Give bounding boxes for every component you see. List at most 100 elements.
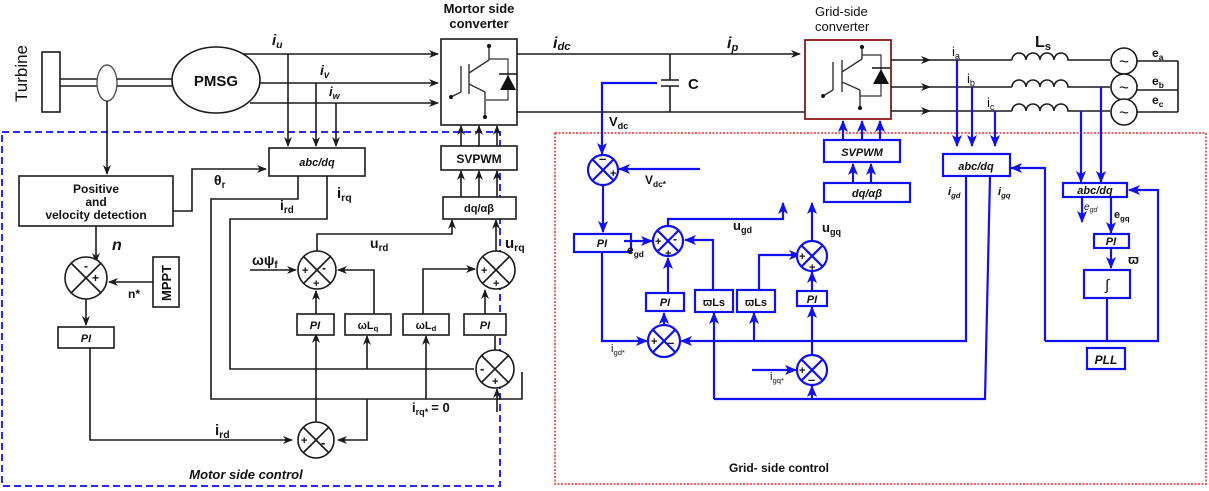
urq-label: urq xyxy=(505,235,525,254)
pmsg-generator: PMSG xyxy=(171,46,261,114)
wls-block-q: ϖLs xyxy=(735,288,777,314)
integrator-label: ∫ xyxy=(1104,277,1111,294)
mppt-block: MPPT xyxy=(152,256,180,308)
irq-summing-junction: - + xyxy=(475,349,515,389)
motor-svpwm-label: SVPWM xyxy=(456,152,501,166)
plus-sign: + xyxy=(313,278,319,290)
motor-dq-ab-label: dq/αβ xyxy=(464,203,494,215)
motor-svpwm-block: SVPWM xyxy=(440,145,518,171)
ird-label: ird xyxy=(280,197,294,216)
plus-sign: + xyxy=(610,168,616,180)
ac-source-icon: ~ xyxy=(1119,52,1129,71)
capacitor-label: C xyxy=(688,76,699,93)
turbine-label: Turbine xyxy=(12,45,31,102)
vdc-pi-label: PI xyxy=(597,238,608,250)
igd-summing-junction: + – xyxy=(646,323,682,359)
motor-side-control-label: Motor side control xyxy=(189,467,303,482)
flux-label: ωψf xyxy=(252,252,278,271)
wls-d-label: ϖLs xyxy=(703,297,725,309)
detector-line1: Positive xyxy=(73,182,119,196)
plus-sign: + xyxy=(655,236,661,248)
pll-abc-dq-label: abc/dq xyxy=(1077,185,1113,197)
minus-sign: – xyxy=(808,372,815,387)
irq-ref-label: irq*= 0 xyxy=(412,400,450,417)
motor-abc-dq-block: abc/dq xyxy=(268,147,366,177)
speed-n-label: n xyxy=(112,237,122,254)
pll-pi-label: PI xyxy=(1106,236,1117,248)
msc-title-line2: converter xyxy=(449,16,508,31)
motor-side-control-region xyxy=(1,131,501,487)
grid-side-control-label: Grid- side control xyxy=(729,461,829,475)
pll-label: PLL xyxy=(1095,353,1118,367)
wlq-label: ωLq xyxy=(358,320,379,333)
vdc-ref-label: Vdc* xyxy=(645,173,667,189)
grid-abc-dq-label: abc/dq xyxy=(958,161,994,173)
msc-title-line1: Mortor side xyxy=(444,1,515,16)
vdc-summing-junction: – + xyxy=(586,151,620,187)
wld-block: ωLd xyxy=(402,313,450,336)
diode-icon xyxy=(872,67,890,84)
grid-side-converter xyxy=(804,39,892,120)
voltage-ea-label: ea xyxy=(1152,46,1164,62)
voltage-eb-label: eb xyxy=(1152,74,1164,90)
ugd-label: ugd xyxy=(733,218,752,235)
mppt-label: MPPT xyxy=(159,265,174,301)
plus-sign: + xyxy=(809,262,815,274)
ird-pi-block: PI xyxy=(296,313,335,336)
ird-pi-label: PI xyxy=(310,320,321,332)
ird-summing-junction: + - xyxy=(297,421,335,459)
grid-svpwm-block: SVPWM xyxy=(822,138,902,164)
urq-summing-junction: + + xyxy=(476,250,516,290)
current-ib-label: ib xyxy=(967,71,975,88)
motor-dq-alphabeta-block: dq/αβ xyxy=(442,196,517,220)
pll-abc-dq-block: abc/dq xyxy=(1061,181,1129,199)
minus-sign: - xyxy=(321,435,325,450)
vdc-label: Vdc xyxy=(609,114,628,131)
current-ic-label: ic xyxy=(987,95,995,112)
minus-sign: - xyxy=(480,361,484,376)
dc-capacitor: C xyxy=(661,54,699,112)
plus-sign: + xyxy=(301,435,307,447)
wls-block-d: ϖLs xyxy=(693,288,735,314)
gsc-title-line2: converter xyxy=(815,19,870,34)
diode-icon xyxy=(499,73,517,90)
theta-r-label: θr xyxy=(214,172,226,191)
igd-pi-block: PI xyxy=(644,291,686,313)
integrator-block: ∫ xyxy=(1082,268,1132,300)
ac-source-icon: ~ xyxy=(1119,103,1129,122)
current-iw-label: iw xyxy=(329,84,341,101)
igd-ref-label: igd* xyxy=(611,343,625,357)
minus-sign: – xyxy=(599,151,606,166)
egd-label: egd xyxy=(627,243,644,259)
igd-label: igd xyxy=(948,186,961,200)
igq-summing-junction: + – xyxy=(795,353,829,387)
pmsg-label: PMSG xyxy=(194,73,238,90)
minus-sign: - xyxy=(322,261,326,275)
vdc-pi-block: PI xyxy=(572,232,633,254)
igd-pi-label: PI xyxy=(660,297,671,309)
pll-egd-label: egd xyxy=(1084,202,1098,214)
ird-bottom-label: ird xyxy=(215,422,230,441)
pll-egq-label: egq xyxy=(1114,209,1130,223)
igq-ref-label: igq* xyxy=(770,371,784,385)
plus-sign: + xyxy=(651,336,657,348)
plus-sign: + xyxy=(481,265,487,277)
pll-pi-block: PI xyxy=(1092,232,1131,250)
ip-label: ip xyxy=(727,35,738,54)
speed-pi-block: PI xyxy=(57,326,115,349)
wls-q-label: ϖLs xyxy=(745,297,767,309)
current-iv-label: iv xyxy=(320,62,330,81)
minus-sign: – xyxy=(667,335,674,350)
line-inductors xyxy=(1011,52,1110,112)
urd-summing-junction: + - + xyxy=(297,250,337,290)
igq-pi-label: PI xyxy=(807,294,818,306)
grid-sources: ~ ~ ~ xyxy=(1110,47,1179,126)
voltage-ec-label: ec xyxy=(1152,93,1164,109)
detector-line3: velocity detection xyxy=(45,208,146,222)
speed-pi-label: PI xyxy=(81,333,92,345)
detector-line2: and xyxy=(85,195,106,209)
grid-svpwm-label: SVPWM xyxy=(841,147,883,159)
irq-label: irq xyxy=(337,185,352,204)
grid-dq-ab-label: dq/αβ xyxy=(852,188,882,200)
